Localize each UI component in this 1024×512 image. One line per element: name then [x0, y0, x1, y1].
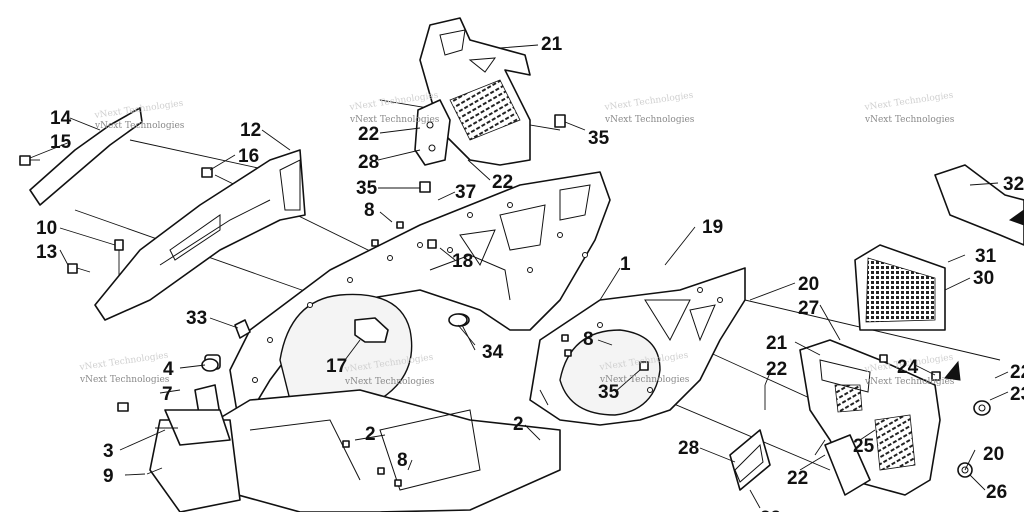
right-side-plate	[529, 267, 746, 426]
svg-text:vNext Technologies: vNext Technologies	[863, 91, 954, 114]
callout-22: 22	[358, 124, 379, 145]
callout-8: 8	[583, 329, 594, 350]
callout-20: 20	[983, 444, 1004, 465]
callout-21: 21	[766, 333, 788, 354]
callout-16: 16	[238, 146, 259, 167]
watermark-text: vNext Technologies	[349, 115, 440, 125]
callout-15: 15	[50, 132, 72, 153]
callout-30: 30	[973, 268, 994, 289]
callout-20: 20	[798, 274, 819, 295]
callout-22: 22	[787, 468, 808, 489]
callout-leaders	[29, 44, 1009, 509]
watermark-text: vNext Technologies	[94, 121, 185, 131]
fasteners	[19, 114, 941, 487]
callout-19: 19	[702, 217, 723, 238]
watermark-text: vNext Technologies	[79, 375, 170, 385]
callout-12: 12	[240, 120, 261, 141]
callout-4: 4	[163, 359, 174, 380]
front-bumper-brace	[94, 149, 306, 321]
callout-17: 17	[326, 356, 347, 377]
mesh-heat-shield	[854, 244, 946, 331]
reference-arrow-right	[944, 360, 961, 381]
clamp-ring	[448, 313, 476, 346]
callout-32: 32	[1003, 174, 1024, 195]
callout-31: 31	[975, 246, 997, 267]
callout-35: 35	[598, 382, 620, 403]
watermark-text: vNext Technologies	[864, 377, 955, 387]
callout-27: 27	[798, 298, 819, 319]
upper-right-duct	[934, 164, 1024, 246]
callout-2: 2	[513, 414, 524, 435]
callout-10: 10	[36, 218, 57, 239]
watermark-text: vNext Technologies	[604, 115, 695, 125]
callout-7: 7	[162, 384, 173, 405]
callout-35: 35	[356, 178, 378, 199]
callout-26: 26	[986, 482, 1007, 503]
callout-14: 14	[50, 108, 72, 129]
watermark-text: vNext Technologies	[599, 375, 690, 385]
callout-25: 25	[853, 436, 875, 457]
callout-8: 8	[364, 200, 375, 221]
callout-22: 22	[492, 172, 513, 193]
callout-21: 21	[541, 34, 563, 55]
latch-block	[354, 317, 389, 343]
callout-24: 24	[897, 357, 919, 378]
callout-13: 13	[36, 242, 57, 263]
callout-33: 33	[186, 308, 207, 329]
callout-1: 1	[620, 254, 631, 275]
svg-text:vNext Technologies: vNext Technologies	[603, 91, 694, 114]
callout-28: 28	[358, 152, 379, 173]
callout-18: 18	[452, 251, 473, 272]
callout-numbers: 1 2 2 3 4 7 8 8 8 9 10 12 13 14 15 16 17…	[36, 34, 1024, 512]
callout-35: 35	[588, 128, 610, 149]
callout-34: 34	[482, 342, 504, 363]
callout-8: 8	[397, 450, 408, 471]
watermark-text: vNext Technologies	[344, 377, 435, 387]
svg-text:vNext Technologies: vNext Technologies	[78, 351, 169, 374]
watermark-text: vNext Technologies	[864, 115, 955, 125]
callout-2: 2	[365, 424, 376, 445]
callout-37: 37	[455, 182, 476, 203]
small-bracket-lower	[729, 429, 771, 491]
callout-23: 23	[1010, 384, 1024, 405]
steering-block	[164, 354, 231, 446]
hose-clip	[234, 319, 251, 339]
callout-3: 3	[103, 441, 114, 462]
small-bracket-upper	[414, 99, 451, 166]
upper-left-brace	[29, 107, 143, 206]
callout-22: 22	[1010, 362, 1024, 383]
callout-22: 22	[766, 359, 787, 380]
rear-bulkhead-assembly	[799, 339, 941, 496]
callout-9: 9	[103, 466, 114, 487]
lower-floor-pan	[149, 389, 561, 512]
callout-29: 29	[760, 508, 781, 512]
callout-28: 28	[678, 438, 699, 459]
